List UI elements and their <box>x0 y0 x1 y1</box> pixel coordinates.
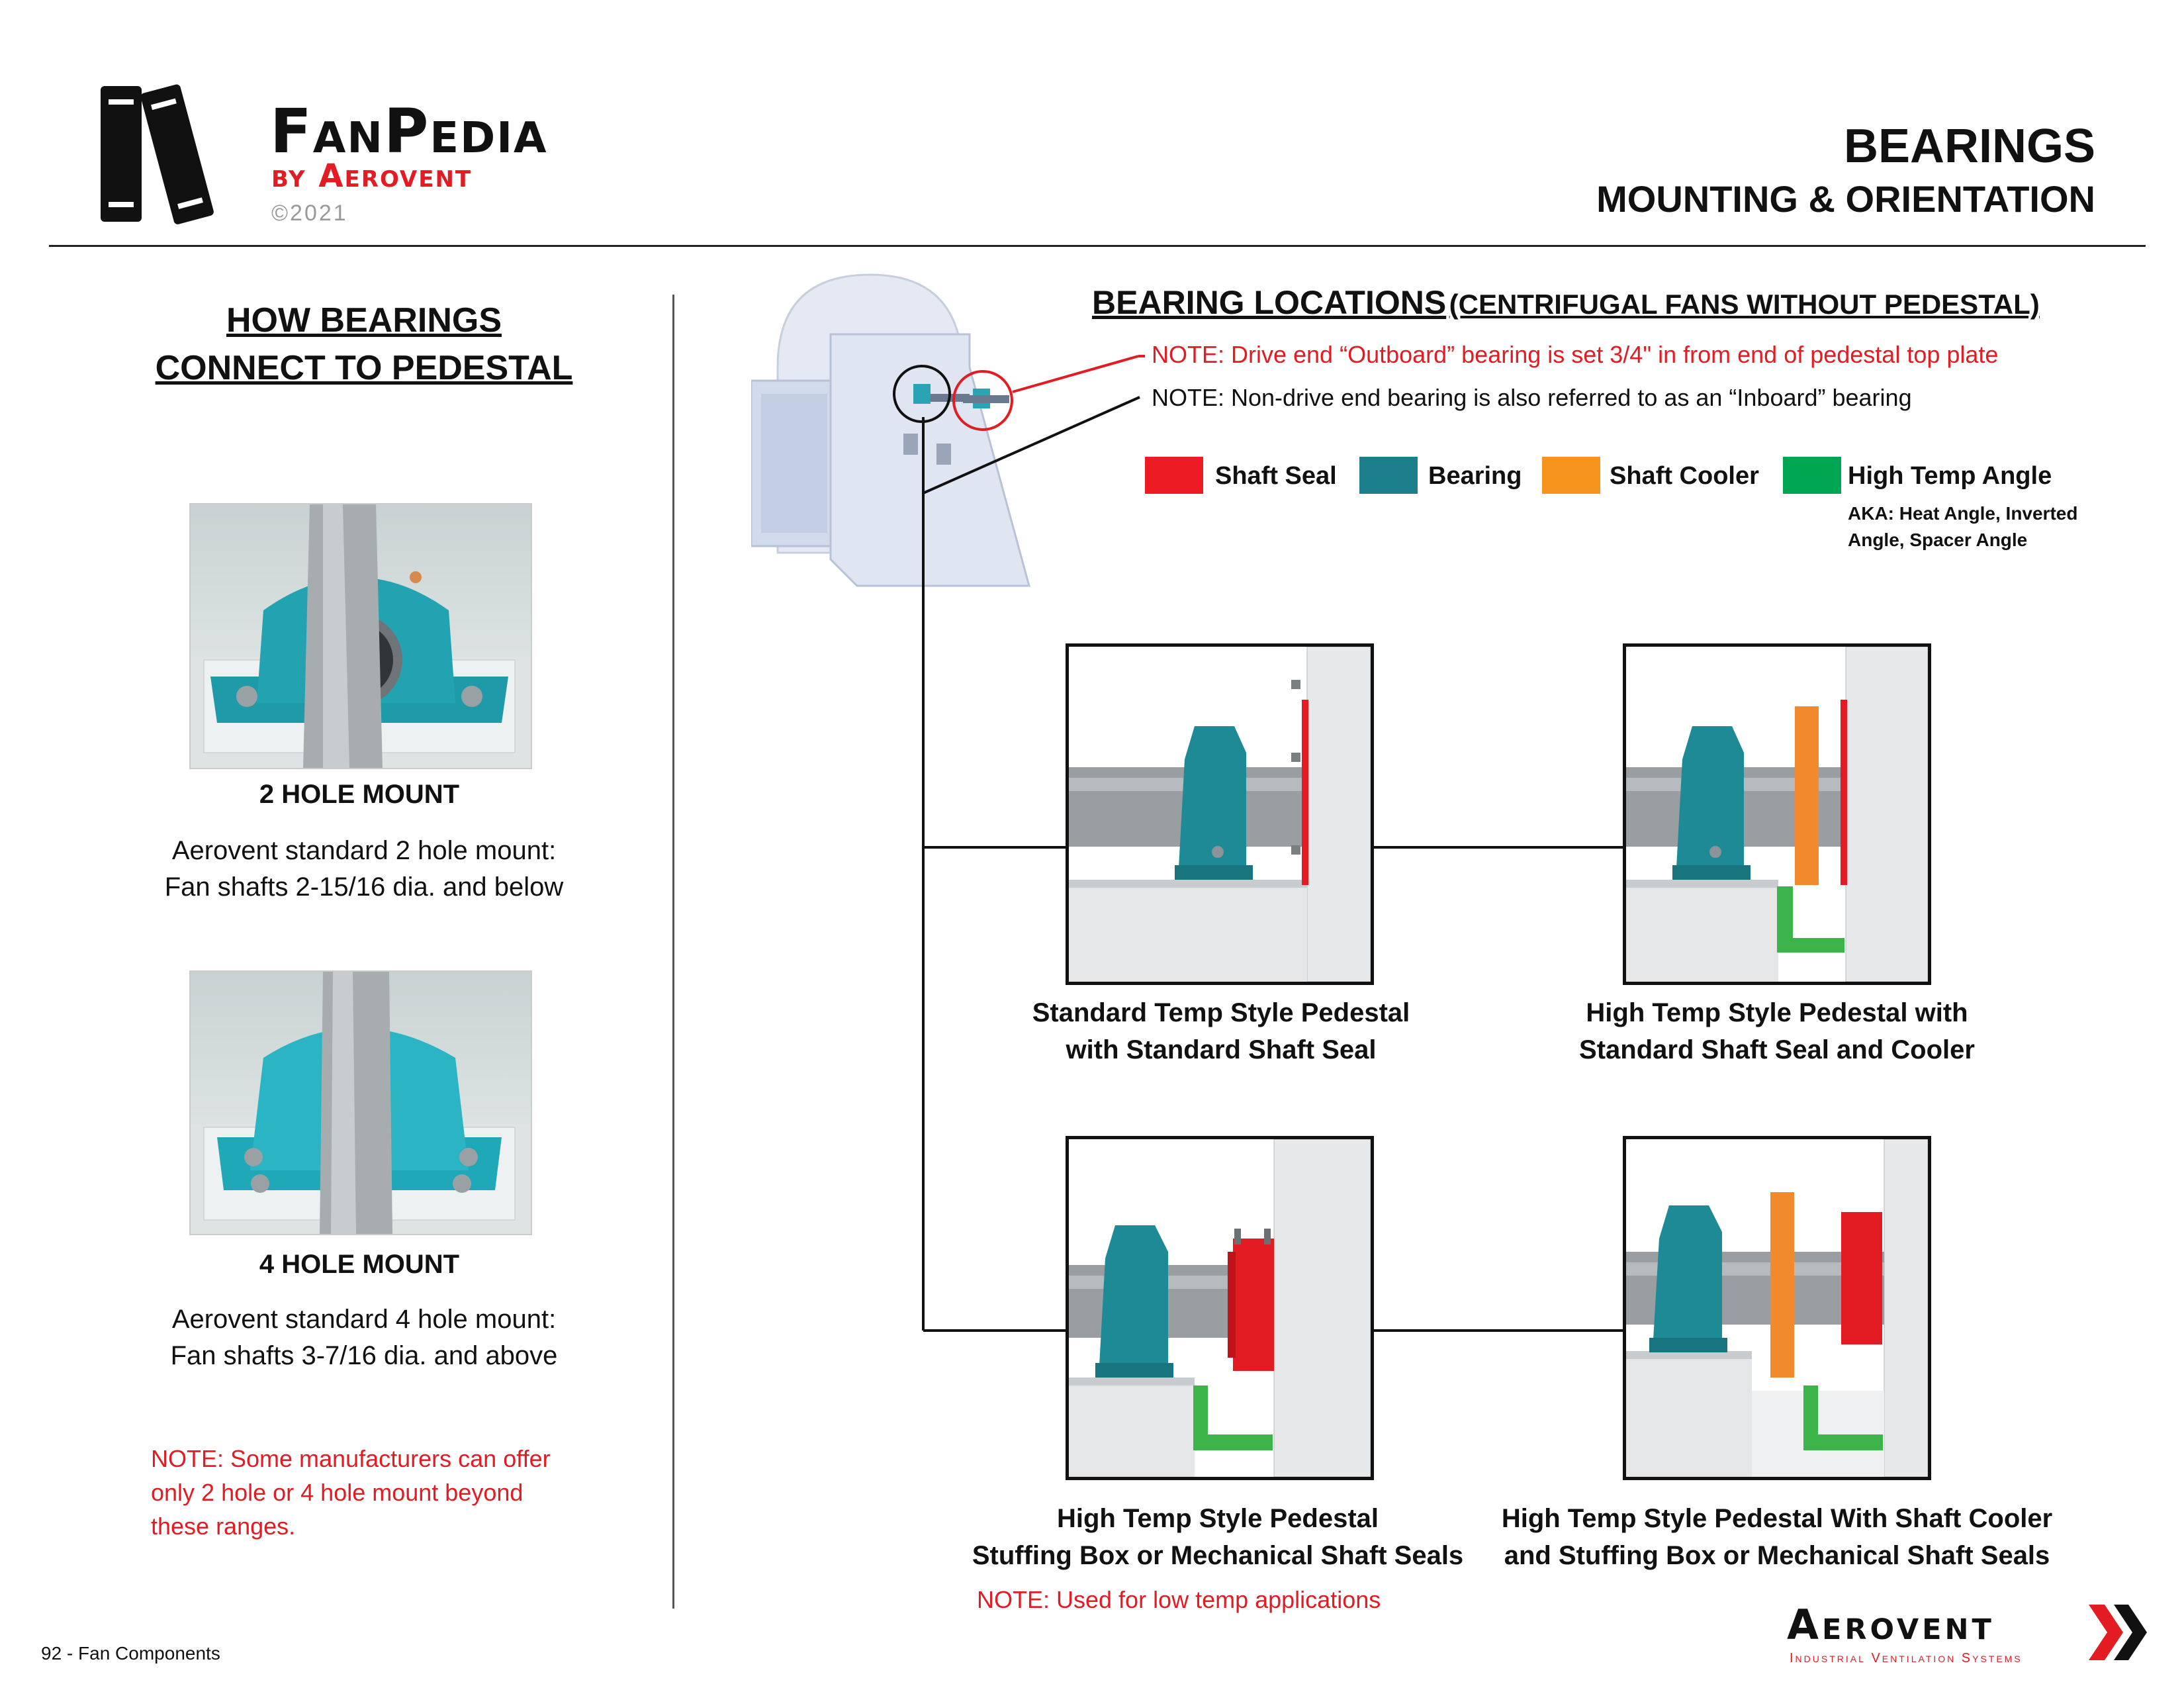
legend-label-shaft-seal: Shaft Seal <box>1215 462 1337 490</box>
brand-name: FanPedia <box>270 96 548 167</box>
fanpedia-logo: FanPedia by Aerovent ©2021 <box>99 79 668 232</box>
locations-title: BEARING LOCATIONS (CENTRIFUGAL FANS WITH… <box>1092 283 2040 322</box>
page-subtitle: MOUNTING & ORIENTATION <box>1596 178 2095 220</box>
caption-panel-1: Standard Temp Style Pedestal with Standa… <box>993 994 1449 1068</box>
caption-4-line1: High Temp Style Pedestal With Shaft Cool… <box>1501 1504 2053 1533</box>
caption-3-line1: High Temp Style Pedestal <box>1056 1504 1379 1533</box>
legend-swatch-shaft-seal <box>1145 457 1203 494</box>
two-hole-mount-desc: Aerovent standard 2 hole mount: Fan shaf… <box>99 833 629 906</box>
caption-2-line1: High Temp Style Pedestal with <box>1586 998 1968 1027</box>
panel-high-temp-cooler-stuffing-box <box>1623 1136 1931 1480</box>
four-hole-mount-desc: Aerovent standard 4 hole mount: Fan shaf… <box>99 1301 629 1374</box>
legend-label-shaft-cooler: Shaft Cooler <box>1610 462 1759 490</box>
four-hole-mount-title: 4 HOLE MOUNT <box>259 1250 460 1279</box>
left-note-line1: NOTE: Some manufacturers can offer <box>151 1445 551 1472</box>
panel-high-temp-seal-cooler <box>1623 643 1931 985</box>
legend-label-bearing: Bearing <box>1428 462 1522 490</box>
legend-swatch-shaft-cooler <box>1542 457 1600 494</box>
caption-4-line2: and Stuffing Box or Mechanical Shaft Sea… <box>1504 1541 2050 1570</box>
column-divider <box>672 295 674 1609</box>
left-note-line3: these ranges. <box>151 1513 296 1540</box>
two-hole-mount-image <box>189 503 532 769</box>
left-heading: HOW BEARINGS CONNECT TO PEDESTAL <box>99 297 629 392</box>
caption-1-line2: with Standard Shaft Seal <box>1066 1035 1377 1064</box>
left-heading-line2: CONNECT TO PEDESTAL <box>155 349 573 387</box>
caption-3-line2: Stuffing Box or Mechanical Shaft Seals <box>972 1541 1464 1570</box>
caption-2-line2: Standard Shaft Seal and Cooler <box>1579 1035 1975 1064</box>
four-hole-desc-line2: Fan shafts 3-7/16 dia. and above <box>170 1341 558 1370</box>
legend-label-high-temp-angle: High Temp Angle <box>1848 462 2052 490</box>
caption-panel-4: High Temp Style Pedestal With Shaft Cool… <box>1476 1500 2078 1574</box>
caption-3-note: NOTE: Used for low temp applications <box>977 1586 1381 1613</box>
legend-swatch-bearing <box>1359 457 1418 494</box>
four-hole-desc-line1: Aerovent standard 4 hole mount: <box>171 1305 557 1334</box>
locations-title-paren: (CENTRIFUGAL FANS WITHOUT PEDESTAL) <box>1449 289 2040 320</box>
legend-aka-line2: Angle, Spacer Angle <box>1848 530 2028 550</box>
aerovent-tagline: Industrial Ventilation Systems <box>1790 1651 2023 1665</box>
caption-panel-3: High Temp Style Pedestal Stuffing Box or… <box>953 1500 1482 1574</box>
locations-title-main: BEARING LOCATIONS <box>1092 284 1447 321</box>
books-icon <box>101 84 214 224</box>
aerovent-wordmark: Aerovent <box>1787 1601 1995 1649</box>
legend-aka-line1: AKA: Heat Angle, Inverted <box>1848 503 2078 524</box>
caption-1-line1: Standard Temp Style Pedestal <box>1032 998 1410 1027</box>
header-divider <box>49 245 2146 247</box>
double-chevron-icon <box>2089 1605 2147 1660</box>
brand-byline: by Aerovent <box>271 158 473 195</box>
four-hole-mount-image <box>189 970 532 1235</box>
panel-high-temp-stuffing-box <box>1066 1136 1374 1480</box>
brand-copyright: ©2021 <box>271 201 348 226</box>
page-number: 92 - Fan Components <box>41 1643 220 1664</box>
panel-standard-temp-standard-seal <box>1066 643 1374 985</box>
left-note: NOTE: Some manufacturers can offer only … <box>151 1442 654 1543</box>
two-hole-desc-line2: Fan shafts 2-15/16 dia. and below <box>164 872 564 902</box>
caption-panel-2: High Temp Style Pedestal with Standard S… <box>1542 994 2012 1068</box>
two-hole-mount-title: 2 HOLE MOUNT <box>259 780 460 809</box>
outboard-note: NOTE: Drive end “Outboard” bearing is se… <box>1152 341 1999 368</box>
two-hole-desc-line1: Aerovent standard 2 hole mount: <box>171 836 557 865</box>
fan-illustration <box>750 268 1056 599</box>
left-note-line2: only 2 hole or 4 hole mount beyond <box>151 1479 523 1506</box>
inboard-note: NOTE: Non-drive end bearing is also refe… <box>1152 384 1912 411</box>
aerovent-logo: Aerovent Industrial Ventilation Systems <box>1787 1601 2158 1673</box>
legend-swatch-high-temp-angle <box>1783 457 1841 494</box>
legend-aka: AKA: Heat Angle, Inverted Angle, Spacer … <box>1848 500 2077 553</box>
left-heading-line1: HOW BEARINGS <box>226 301 502 340</box>
page-title: BEARINGS <box>1843 120 2095 173</box>
